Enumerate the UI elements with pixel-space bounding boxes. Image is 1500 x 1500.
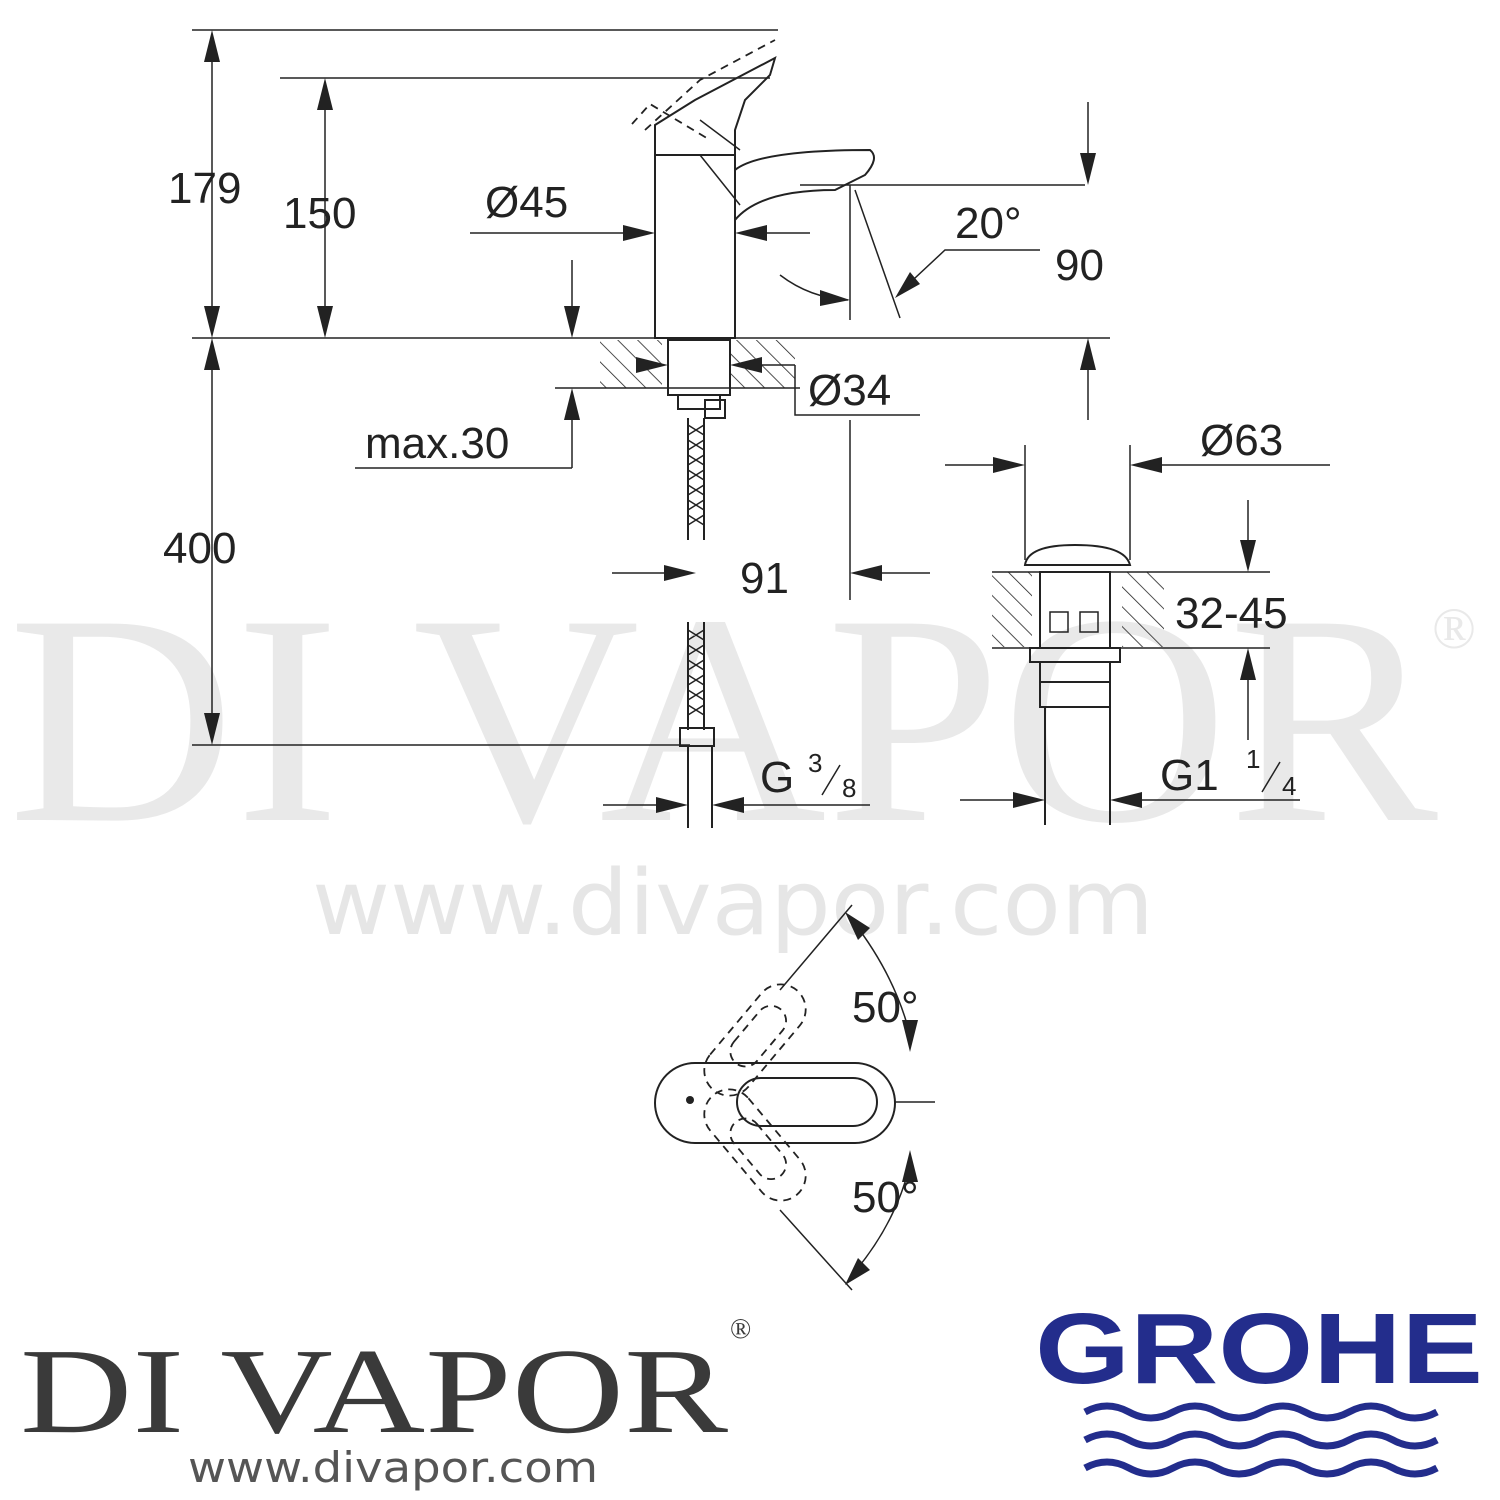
lever-open-position [644,39,776,131]
dimension-label-91: 91 [740,554,789,603]
brand-registered-mark: ® [730,1314,751,1345]
mounting-shank [667,339,731,396]
faucet-spout [734,148,875,221]
waste-side-view: Ø63 32-45 G1 1 4 [945,416,1330,825]
dimension-label-d45: Ø45 [485,178,568,227]
lever-angle-top: 50° [852,983,919,1032]
watermark-registered-mark: ® [1432,596,1476,661]
watermark-name: DI VAPOR [8,553,1440,885]
lever-handle [654,1062,896,1144]
dimension-label-32-45: 32-45 [1175,589,1288,638]
dimension-label-d63: Ø63 [1200,416,1283,465]
grohe-wordmark: GROHE [1035,1293,1483,1405]
grohe-logo: GROHE [1035,1293,1483,1478]
dimension-label-max30: max.30 [365,419,509,468]
thread-waste-denominator: 4 [1282,771,1296,801]
thread-label-hose: G [760,753,794,802]
dimension-label-150: 150 [283,189,356,238]
lever-top-view: 50° 50° [654,904,935,1291]
watermark-url: www.divapor.com [312,851,1154,956]
faucet-lever [654,56,777,156]
flexible-hose [679,418,715,828]
faucet-body [654,154,736,339]
dimension-label-d34: Ø34 [808,366,891,415]
brand-name: DI VAPOR [20,1324,729,1459]
faucet-side-view: 179 150 Ø45 20° 90 [163,29,1110,828]
thread-hose-denominator: 8 [842,773,856,803]
lever-angle-bottom: 50° [852,1173,919,1222]
dimension-label-400: 400 [163,524,236,573]
brand-url: www.divapor.com [188,1443,598,1492]
dimension-label-angle20: 20° [955,199,1022,248]
thread-label-waste: G1 [1160,751,1219,800]
watermark: DI VAPOR ® www.divapor.com [8,553,1476,956]
thread-hose-numerator: 3 [808,748,822,778]
dimension-label-179: 179 [168,164,241,213]
dimension-label-90: 90 [1055,241,1104,290]
footer: DI VAPOR ® www.divapor.com GROHE [20,1293,1483,1492]
waste-cap [1023,543,1132,566]
thread-waste-numerator: 1 [1246,744,1260,774]
